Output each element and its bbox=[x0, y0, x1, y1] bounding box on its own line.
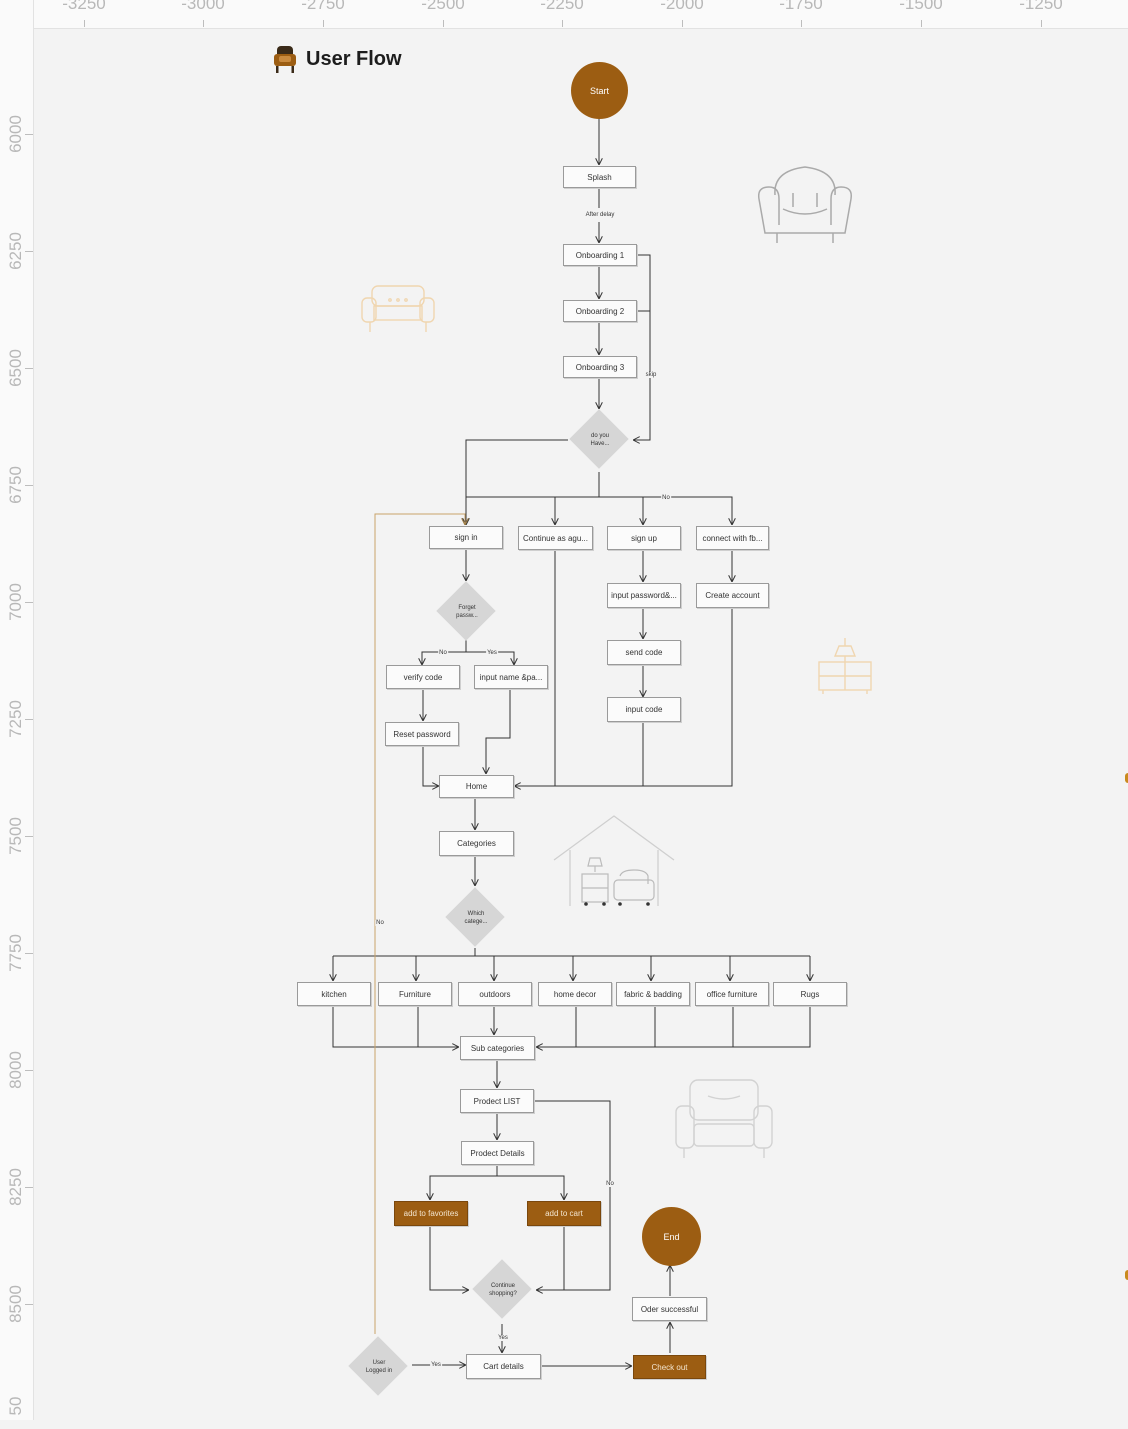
canvas-edge-marker bbox=[1125, 1270, 1128, 1280]
edge-label-yes: Yes bbox=[486, 650, 498, 656]
connect-fb-node[interactable]: connect with fb... bbox=[696, 526, 769, 550]
add-to-favorites-node[interactable]: add to favorites bbox=[394, 1201, 468, 1226]
category-fabric-node[interactable]: fabric & badding bbox=[616, 982, 690, 1006]
ruler-label: -2000 bbox=[660, 0, 704, 13]
create-account-node[interactable]: Create account bbox=[696, 583, 769, 608]
edge-label-skip: skip bbox=[644, 372, 658, 378]
sign-up-node[interactable]: sign up bbox=[607, 526, 681, 550]
reset-password-node[interactable]: Reset password bbox=[385, 722, 459, 746]
ruler-label: -2500 bbox=[421, 0, 465, 13]
input-password-node[interactable]: input password&... bbox=[607, 583, 681, 608]
add-to-cart-node[interactable]: add to cart bbox=[527, 1201, 601, 1226]
edge-label-no: No bbox=[438, 650, 448, 656]
ruler-label: -2250 bbox=[540, 0, 584, 13]
vertical-ruler: 6000 6250 6500 6750 7000 7250 7500 7750 … bbox=[0, 0, 34, 1420]
order-successful-node[interactable]: Oder successful bbox=[632, 1297, 707, 1321]
cart-details-node[interactable]: Cart details bbox=[466, 1354, 541, 1379]
start-node[interactable]: Start bbox=[571, 62, 628, 119]
house-furniture-icon bbox=[553, 815, 675, 906]
category-outdoors-node[interactable]: outdoors bbox=[458, 982, 532, 1006]
onboarding-3-node[interactable]: Onboarding 3 bbox=[563, 356, 637, 378]
page-title: User Flow bbox=[306, 47, 402, 70]
edge-label-no: No bbox=[605, 1181, 615, 1187]
category-rugs-node[interactable]: Rugs bbox=[773, 982, 847, 1006]
canvas-edge-marker bbox=[1125, 773, 1128, 783]
frame-title: User Flow bbox=[272, 44, 402, 74]
edge-label-no: No bbox=[661, 495, 671, 501]
edge-label-yes: Yes bbox=[497, 1335, 509, 1341]
edge-label-after-delay: After delay bbox=[584, 212, 616, 218]
sub-categories-node[interactable]: Sub categories bbox=[460, 1036, 535, 1060]
category-office-node[interactable]: office furniture bbox=[695, 982, 769, 1006]
category-furniture-node[interactable]: Furniture bbox=[378, 982, 452, 1006]
categories-node[interactable]: Categories bbox=[439, 831, 514, 856]
end-node[interactable]: End bbox=[642, 1207, 701, 1266]
product-list-node[interactable]: Prodect LIST bbox=[460, 1089, 534, 1113]
ruler-label: -3000 bbox=[181, 0, 225, 13]
ruler-label: -1500 bbox=[899, 0, 943, 13]
have-account-label: do you Have... bbox=[590, 433, 610, 447]
verify-code-node[interactable]: verify code bbox=[386, 665, 460, 689]
forget-password-label: Forget passw... bbox=[456, 605, 478, 619]
ruler-label: -1750 bbox=[779, 0, 823, 13]
ruler-label: -2750 bbox=[301, 0, 345, 13]
cabinet-lamp-outline-icon bbox=[818, 638, 872, 694]
user-logged-in-label: User Logged in bbox=[365, 1360, 393, 1374]
send-code-node[interactable]: send code bbox=[607, 640, 681, 665]
onboarding-1-node[interactable]: Onboarding 1 bbox=[563, 244, 637, 266]
sofa-outline-icon bbox=[361, 285, 435, 332]
armchair-outline-icon bbox=[757, 166, 853, 243]
ruler-label: -3250 bbox=[62, 0, 106, 13]
armchair-logo-icon bbox=[274, 46, 296, 73]
category-kitchen-node[interactable]: kitchen bbox=[297, 982, 371, 1006]
input-name-password-node[interactable]: input name &pa... bbox=[474, 665, 548, 689]
edge-label-no: No bbox=[375, 920, 385, 926]
edge-label-yes: Yes bbox=[430, 1362, 442, 1368]
product-details-node[interactable]: Prodect Details bbox=[461, 1141, 534, 1165]
input-code-node[interactable]: input code bbox=[607, 697, 681, 722]
continue-shopping-label: Continue shopping? bbox=[489, 1283, 517, 1297]
armchair-faint-icon bbox=[675, 1079, 773, 1158]
onboarding-2-node[interactable]: Onboarding 2 bbox=[563, 300, 637, 322]
which-category-label: Which catege... bbox=[464, 911, 488, 925]
splash-node[interactable]: Splash bbox=[563, 166, 636, 188]
check-out-node[interactable]: Check out bbox=[633, 1355, 706, 1379]
ruler-label: -1250 bbox=[1019, 0, 1063, 13]
home-node[interactable]: Home bbox=[439, 775, 514, 798]
category-home-decor-node[interactable]: home decor bbox=[538, 982, 612, 1006]
horizontal-ruler: -3250 -3000 -2750 -2500 -2250 -2000 -175… bbox=[0, 0, 1128, 29]
continue-as-guest-node[interactable]: Continue as agu... bbox=[518, 526, 593, 550]
sign-in-node[interactable]: sign in bbox=[429, 526, 503, 549]
